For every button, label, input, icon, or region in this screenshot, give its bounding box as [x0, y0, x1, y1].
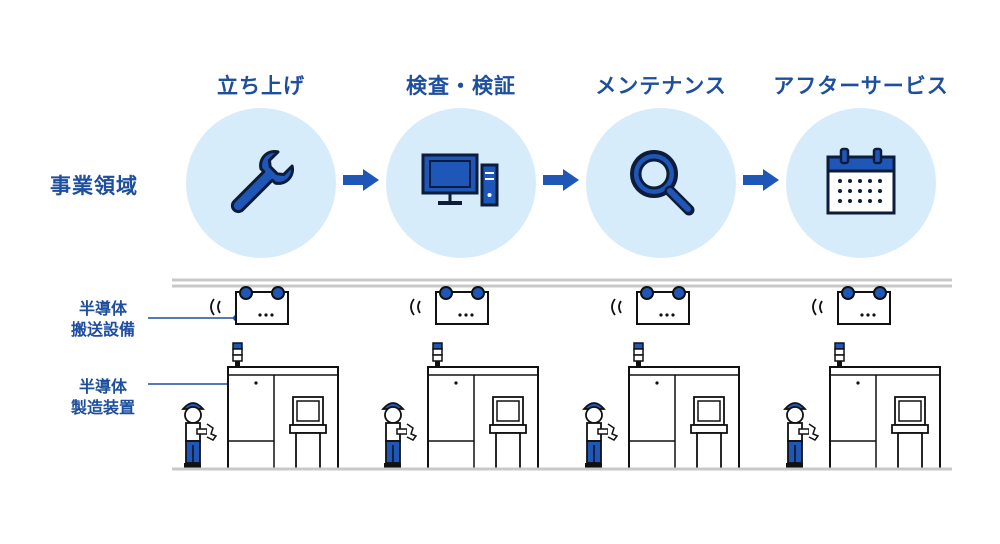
arrow-icon	[743, 169, 779, 191]
equipment-unit-2	[382, 286, 539, 470]
arrow-icon	[543, 169, 579, 191]
stage-title-after-service: アフターサービス	[773, 74, 949, 98]
stage-circle-after-service	[786, 108, 936, 258]
stage-title-startup: 立ち上げ	[217, 74, 305, 98]
stage-title-inspection: 検査・検証	[406, 74, 516, 98]
magnifier-icon	[630, 150, 695, 216]
stage-circle-startup	[186, 108, 336, 258]
equipment-label: 半導体 製造装置	[58, 376, 148, 418]
stage-circle-maintenance	[586, 108, 736, 258]
transport-label-line2: 搬送設備	[70, 320, 135, 339]
transport-label-line1: 半導体	[78, 299, 127, 318]
computer-icon	[421, 153, 499, 207]
calendar-icon	[826, 147, 896, 215]
equipment-unit-3	[583, 286, 740, 470]
equipment-unit-1	[182, 286, 339, 470]
wrench-icon	[230, 149, 295, 214]
transport-label: 半導体 搬送設備	[58, 298, 148, 340]
equipment-label-line1: 半導体	[78, 377, 127, 396]
stage-title-maintenance: メンテナンス	[595, 74, 727, 98]
arrow-icon	[343, 169, 379, 191]
equipment-label-line2: 製造装置	[70, 398, 135, 417]
stage-circle-inspection	[386, 108, 536, 258]
domain-label: 事業領域	[50, 174, 138, 198]
equipment-unit-4	[784, 286, 941, 470]
